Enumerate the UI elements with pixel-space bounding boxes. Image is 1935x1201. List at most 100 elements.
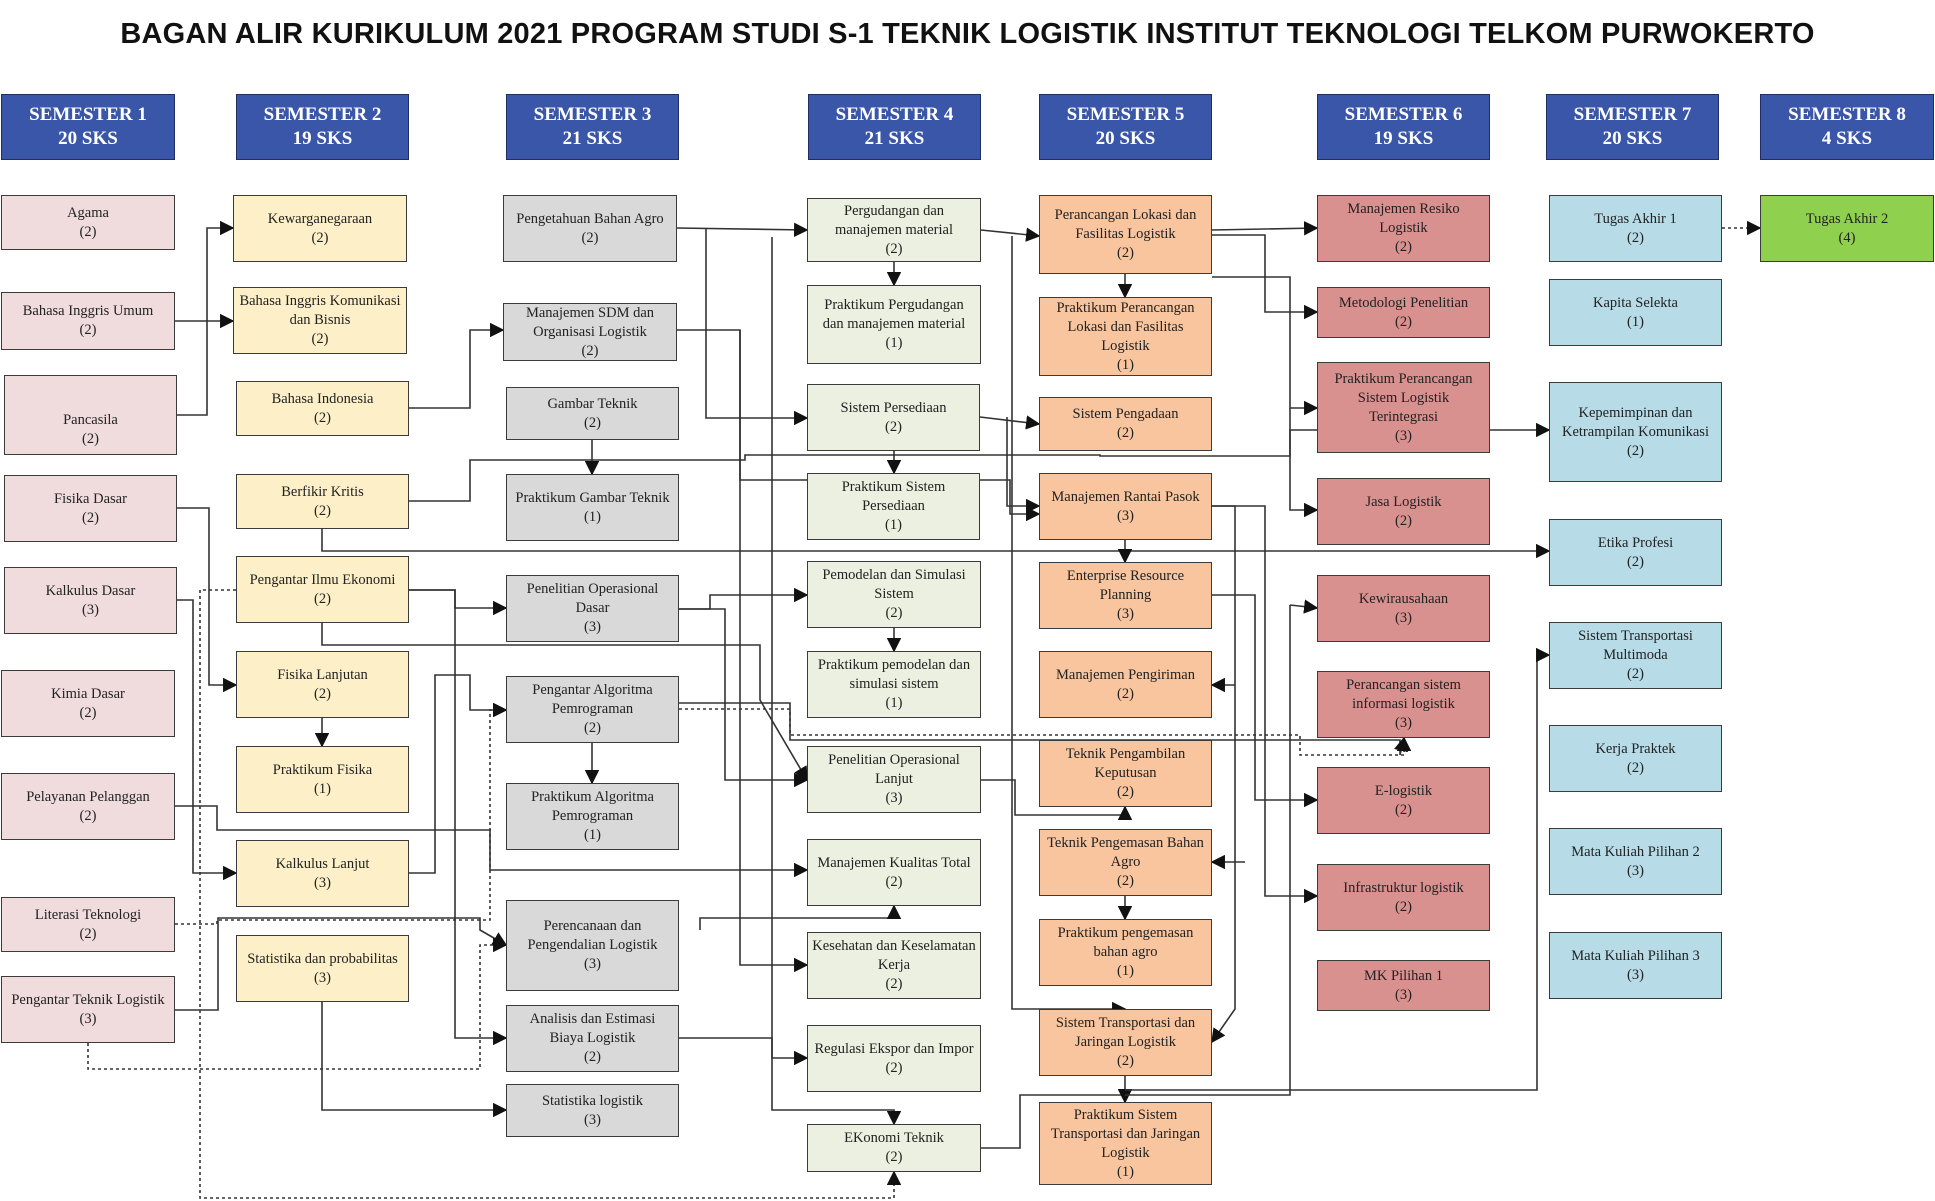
- course-name: Teknik Pengemasan Bahan Agro: [1047, 835, 1204, 870]
- course-credits: (3): [1627, 966, 1644, 983]
- course-name: Praktikum pengemasan bahan agro: [1057, 925, 1194, 960]
- course-regulasi-ekspor-impor: Regulasi Ekspor dan Impor(2): [807, 1025, 981, 1092]
- course-manajemen-rantai-pasok: Manajemen Rantai Pasok(3): [1039, 473, 1212, 540]
- course-kalkulus-dasar: Kalkulus Dasar(3): [4, 567, 177, 634]
- course-name: Pengantar Teknik Logistik: [11, 991, 165, 1008]
- course-literasi-teknologi: Literasi Teknologi(2): [1, 897, 175, 952]
- course-name: Praktikum Perancangan Lokasi dan Fasilit…: [1056, 299, 1195, 354]
- course-credits: (2): [314, 685, 331, 702]
- course-praktikum-sistem-persediaan: Praktikum Sistem Persediaan(1): [807, 473, 980, 540]
- course-credits: (4): [1838, 229, 1856, 246]
- course-kapita-selekta: Kapita Selekta(1): [1549, 279, 1722, 346]
- course-name: Teknik Pengambilan Keputusan: [1065, 746, 1186, 781]
- course-mata-kuliah-pilihan-2: Mata Kuliah Pilihan 2(3): [1549, 828, 1722, 895]
- course-credits: (2): [1117, 873, 1134, 889]
- course-name: Praktikum Sistem Transportasi dan Jaring…: [1050, 1106, 1201, 1161]
- course-name: Tugas Akhir 1: [1594, 210, 1677, 227]
- connector-line: [1006, 417, 1041, 514]
- course-name: Bahasa Inggris Umum: [22, 303, 154, 319]
- course-name: Manajemen Resiko Logistik: [1347, 201, 1460, 236]
- course-bahasa-inggris-umum: Bahasa Inggris Umum(2): [1, 292, 175, 350]
- course-name: Fisika Dasar: [54, 490, 127, 507]
- course-credits: (2): [82, 431, 99, 447]
- course-credits: (2): [1395, 313, 1412, 330]
- course-agama: Agama(2): [1, 195, 175, 250]
- course-credits: (1): [1117, 963, 1134, 979]
- course-credits: (2): [79, 925, 97, 942]
- connector-line: [409, 674, 508, 874]
- course-analisis-estimasi-biaya: Analisis dan Estimasi Biaya Logistik(2): [506, 1005, 679, 1072]
- course-praktikum-algoritma: Praktikum Algoritma Pemrograman(1): [506, 783, 679, 850]
- course-name: Kewirausahaan: [1358, 590, 1449, 607]
- semester-label: SEMESTER 6: [1344, 104, 1463, 125]
- semester-label: SEMESTER 2: [263, 104, 382, 125]
- course-credits: (2): [1395, 801, 1412, 818]
- course-name: Etika Profesi: [1597, 534, 1674, 551]
- course-name: Bahasa Inggris Komunikasi dan Bisnis: [239, 293, 401, 328]
- course-credits: (3): [1395, 986, 1412, 1003]
- course-name: Pergudangan dan manajemen material: [835, 202, 953, 238]
- connector-line: [1212, 505, 1319, 904]
- course-credits: (2): [1117, 245, 1134, 261]
- course-name: Statistika dan probabilitas: [247, 950, 398, 967]
- course-name: Mata Kuliah Pilihan 3: [1571, 947, 1700, 964]
- course-name: Praktikum Perancangan Sistem Logistik Te…: [1334, 370, 1473, 425]
- course-credits: (3): [885, 790, 903, 806]
- course-praktikum-fisika: Praktikum Fisika(1): [236, 746, 409, 813]
- course-etika-profesi: Etika Profesi(2): [1549, 519, 1722, 586]
- course-credits: (3): [584, 619, 601, 635]
- course-name: Pancasila: [63, 412, 118, 428]
- course-sistem-transportasi: Sistem Transportasi dan Jaringan Logisti…: [1039, 1009, 1212, 1076]
- course-name: Fisika Lanjutan: [277, 666, 368, 683]
- course-credits: (3): [314, 874, 331, 891]
- course-credits: (2): [1627, 759, 1644, 776]
- course-name: Jasa Logistik: [1365, 493, 1442, 510]
- semester-sks: 19 SKS: [292, 128, 353, 149]
- course-credits: (2): [1627, 666, 1644, 682]
- course-manajemen-resiko: Manajemen Resiko Logistik(2): [1317, 195, 1490, 262]
- course-name: Pemodelan dan Simulasi Sistem: [822, 567, 966, 602]
- course-name: Pengantar Ilmu Ekonomi: [249, 571, 396, 588]
- course-name: Kimia Dasar: [51, 685, 125, 702]
- course-credits: (3): [314, 969, 331, 986]
- course-praktikum-pergudangan: Praktikum Pergudangan dan manajemen mate…: [807, 285, 981, 364]
- course-penelitian-operasional-lanjut: Penelitian Operasional Lanjut(3): [807, 746, 981, 813]
- course-name: Sistem Transportasi dan Jaringan Logisti…: [1055, 1015, 1196, 1050]
- course-kerja-praktek: Kerja Praktek(2): [1549, 725, 1722, 792]
- course-fisika-lanjutan: Fisika Lanjutan (2): [236, 651, 409, 718]
- course-name: Tugas Akhir 2: [1805, 210, 1889, 227]
- course-k3: Kesehatan dan Keselamatan Kerja(2): [807, 932, 981, 999]
- course-sistem-persediaan: Sistem Persediaan(2): [807, 384, 980, 451]
- course-statistika-logistik: Statistika logistik(3): [506, 1084, 679, 1137]
- course-credits: (2): [885, 418, 902, 435]
- course-ekonomi-teknik: EKonomi Teknik(2): [807, 1124, 981, 1172]
- course-credits: (3): [1395, 427, 1412, 444]
- course-manajemen-kualitas-total: Manajemen Kualitas Total(2): [807, 839, 981, 906]
- course-credits: (2): [1117, 425, 1134, 441]
- course-credits: (3): [1395, 609, 1412, 626]
- course-credits: (2): [79, 223, 97, 240]
- course-tugas-akhir-1: Tugas Akhir 1(2): [1549, 195, 1722, 262]
- course-credits: (3): [584, 956, 601, 972]
- course-praktikum-pemodelan: Praktikum pemodelan dan simulasi sistem(…: [807, 651, 981, 718]
- connector-line: [979, 415, 1041, 430]
- course-bahasa-indonesia: Bahasa Indonesia(2): [236, 381, 409, 436]
- connector-line: [1211, 221, 1319, 236]
- semester-label: SEMESTER 4: [835, 104, 954, 125]
- course-credits: (3): [1117, 606, 1134, 622]
- connector-line: [679, 587, 809, 610]
- course-statistika-probabilitas: Statistika dan probabilitas (3): [236, 935, 409, 1002]
- connector-line: [980, 227, 1041, 242]
- course-praktikum-perancangan-sistem: Praktikum Perancangan Sistem Logistik Te…: [1317, 362, 1490, 453]
- course-name: Manajemen Rantai Pasok: [1051, 488, 1200, 505]
- connector-line: [699, 904, 902, 930]
- course-name: Pengantar Algoritma Pemrograman: [532, 682, 653, 717]
- course-e-logistik: E-logistik(2): [1317, 767, 1490, 834]
- course-credits: (2): [311, 331, 329, 347]
- course-credits: (2): [885, 1149, 903, 1165]
- course-name: Infrastruktur logistik: [1343, 879, 1464, 896]
- course-credits: (1): [584, 827, 601, 843]
- course-credits: (2): [885, 240, 903, 257]
